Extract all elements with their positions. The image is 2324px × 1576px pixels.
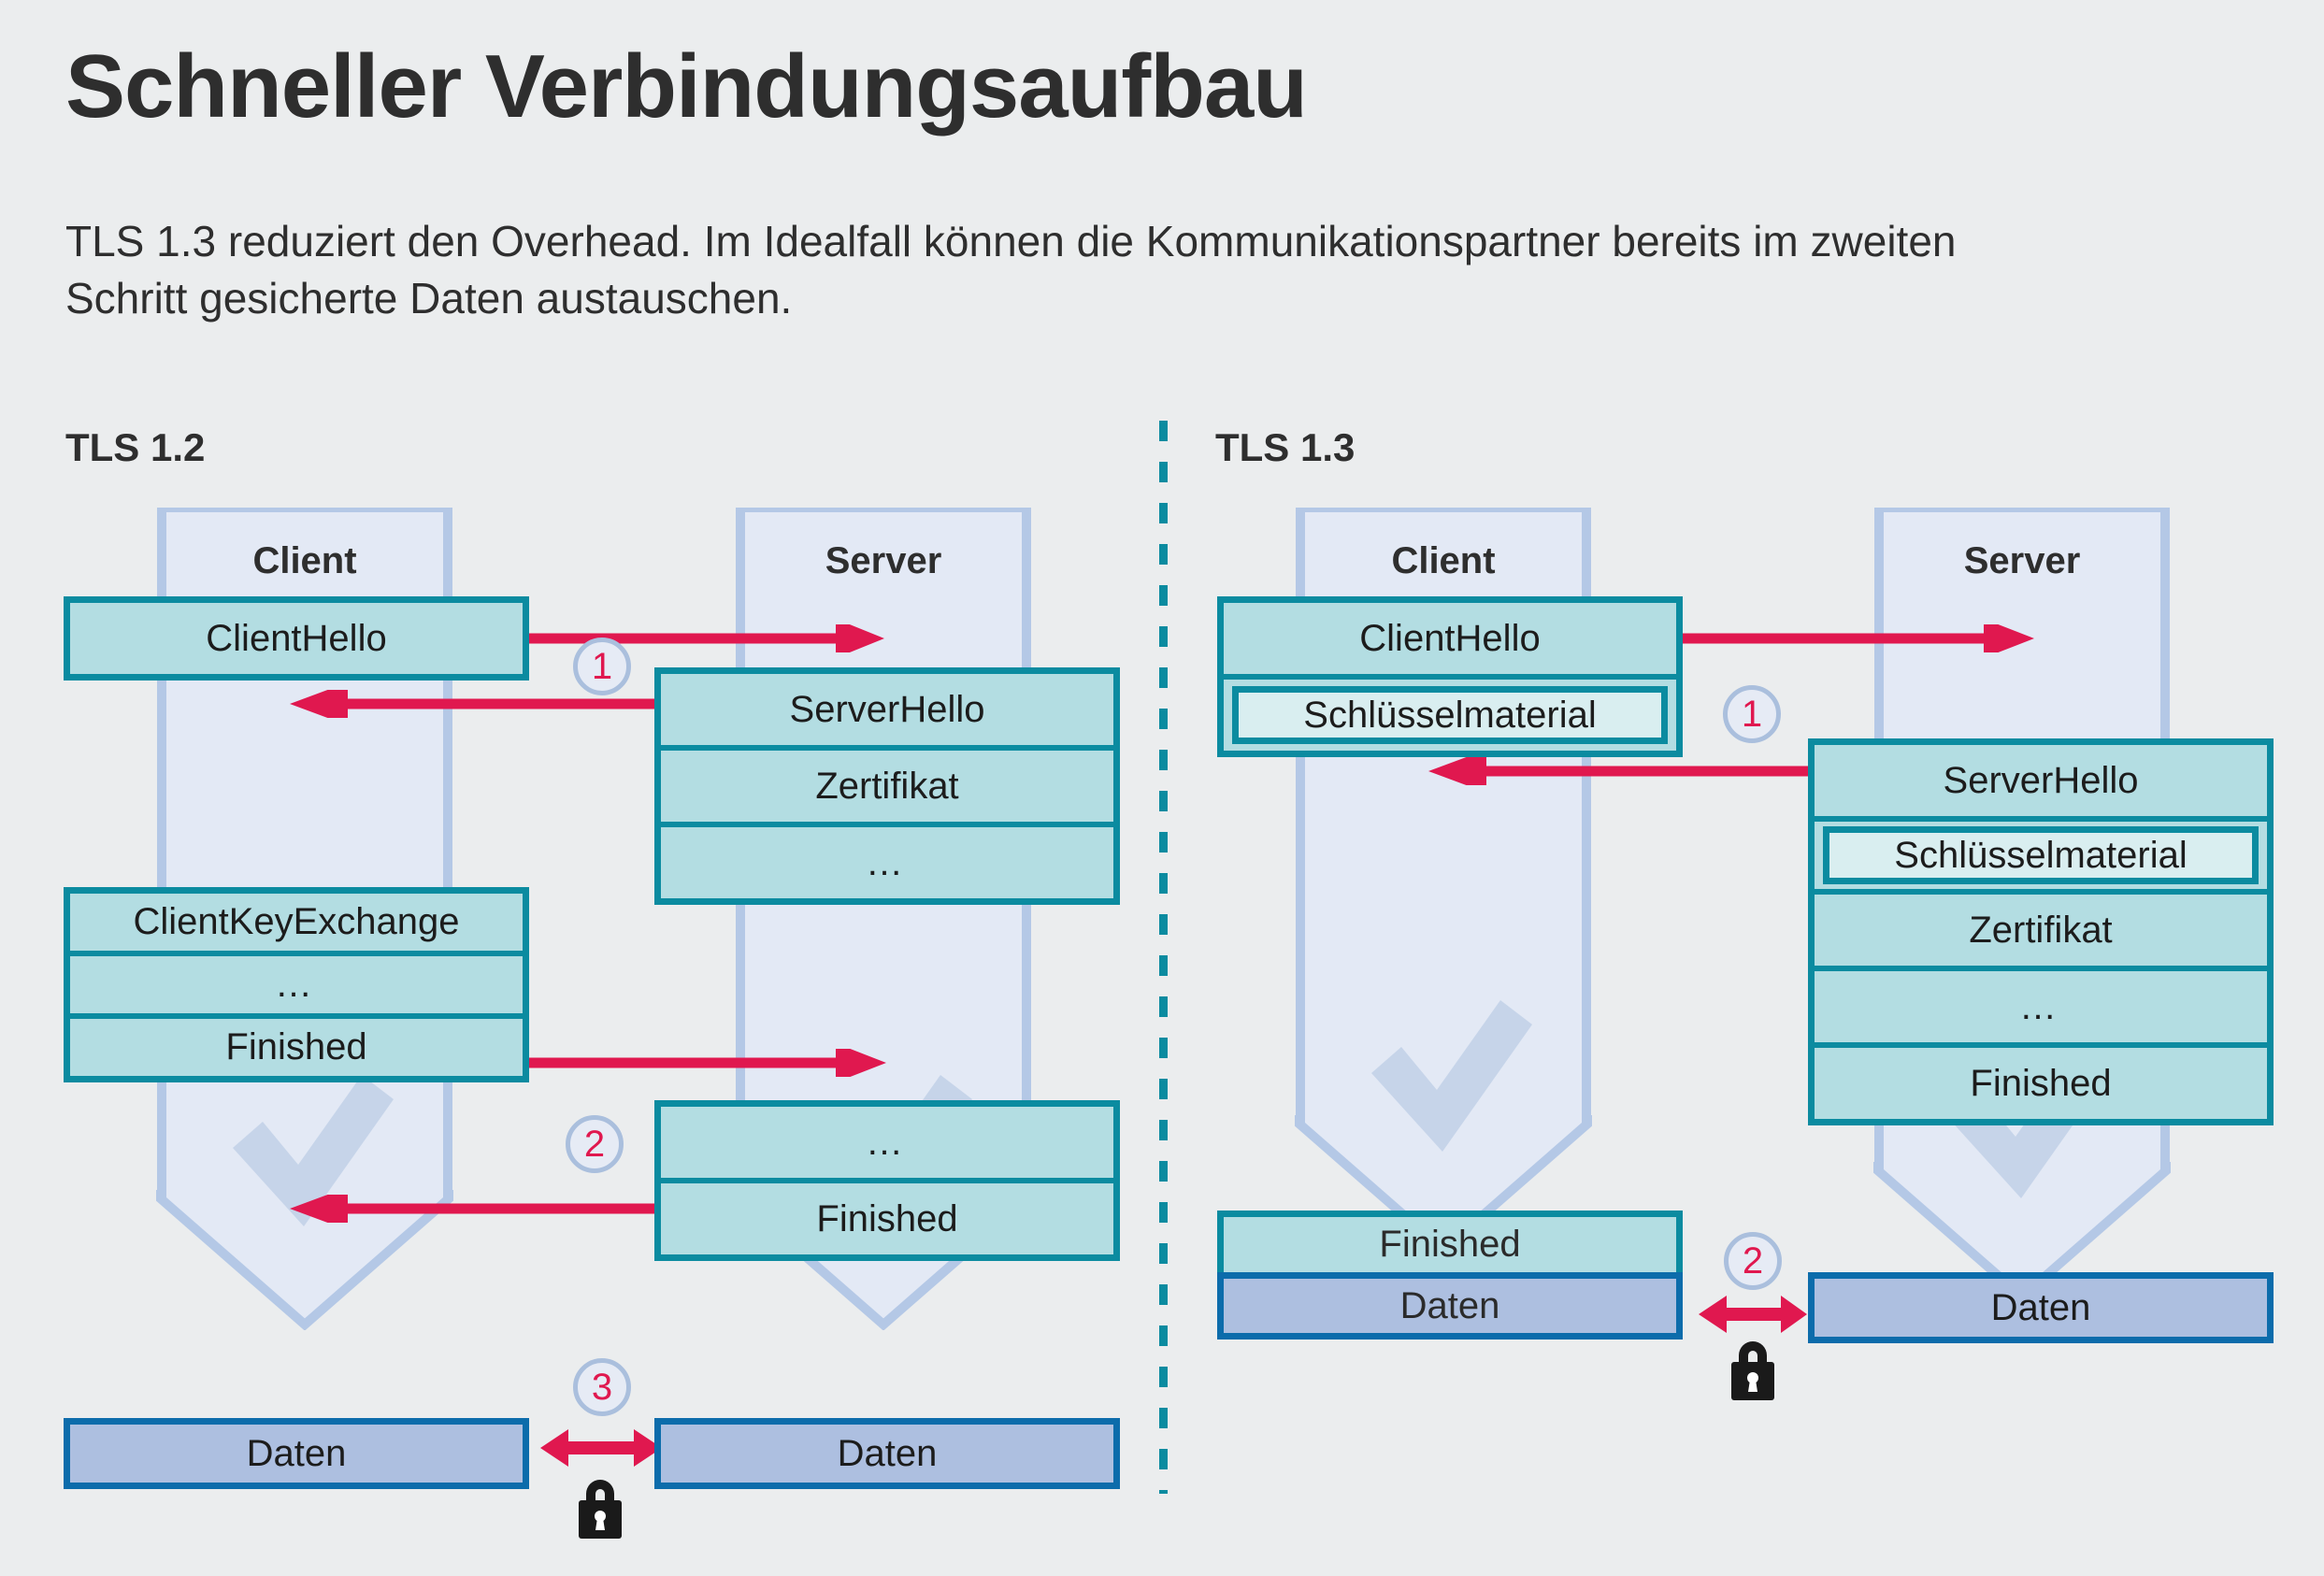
msg-row-ellipsis: … [661,1107,1113,1178]
section-divider [1159,421,1168,1494]
page-subtitle: TLS 1.3 reduziert den Overhead. Im Ideal… [65,217,1957,323]
data-row: Daten [661,1425,1113,1483]
msg-row: Finished [70,1019,523,1076]
msg-row: ServerHello [661,674,1113,745]
step-circle-tls12-3: 3 [573,1358,631,1416]
arrow-tls13-data-bidirectional [1699,1295,1807,1334]
msg-row: Zertifikat [661,751,1113,822]
data-row: Daten [1217,1272,1683,1340]
msg-row: ServerHello [1815,745,2267,816]
nested-row-schluesselmaterial: Schlüsselmaterial [1232,686,1668,744]
nested-row-schluesselmaterial: Schlüsselmaterial [1823,826,2259,884]
arrow-tls12-finished-client [529,1049,886,1077]
msgblock-tls12-server-finished: … Finished [654,1100,1120,1261]
msg-row: Zertifikat [1815,895,2267,966]
arrow-tls13-clienthello [1673,624,2034,652]
arrow-tls12-data-bidirectional [540,1428,662,1468]
msg-row-ellipsis: … [661,827,1113,898]
combo-tls13-client-finished-daten: Finished Daten [1217,1211,1683,1340]
datablock-tls13-server: Daten [1808,1272,2274,1343]
section-label-tls13: TLS 1.3 [1215,425,1356,469]
role-label-tls12-server: Server [825,540,942,581]
msg-row: ClientHello [70,603,523,674]
msgblock-tls12-client-keyexchange: ClientKeyExchange … Finished [64,887,529,1082]
arrow-tls13-serverhello [1428,757,1810,785]
msg-row-finished: Finished [1217,1211,1683,1272]
msgblock-tls12-client-hello: ClientHello [64,596,529,681]
step-circle-tls13-2: 2 [1724,1232,1782,1290]
role-label-tls13-client: Client [1391,540,1496,581]
msg-row-ellipsis: … [1815,971,2267,1042]
msg-row: ClientHello [1224,603,1676,674]
step-circle-tls12-1: 1 [573,638,631,695]
role-label-tls12-client: Client [252,540,357,581]
section-label-tls12: TLS 1.2 [65,425,206,469]
page-title: Schneller Verbindungsaufbau [65,36,1308,136]
data-row: Daten [1815,1279,2267,1337]
msgblock-tls12-server-hello: ServerHello Zertifikat … [654,667,1120,905]
arrow-tls12-finished-server [290,1195,656,1223]
msg-row-ellipsis: … [70,956,523,1013]
msg-row: Finished [661,1183,1113,1254]
arrow-tls12-clienthello [529,624,884,652]
msg-row: Finished [1815,1048,2267,1119]
msgblock-tls13-client-hello: ClientHello Schlüsselmaterial [1217,596,1683,757]
step-circle-tls12-2: 2 [566,1115,624,1173]
role-label-tls13-server: Server [1963,540,2081,581]
datablock-tls12-server: Daten [654,1418,1120,1489]
nested-wrapper: Schlüsselmaterial [1815,822,2267,889]
lock-icon [571,1475,629,1543]
step-circle-tls13-1: 1 [1723,685,1781,743]
msg-row: ClientKeyExchange [70,894,523,951]
datablock-tls12-client: Daten [64,1418,529,1489]
arrow-tls12-serverhello [290,690,656,718]
nested-wrapper: Schlüsselmaterial [1224,680,1676,751]
msgblock-tls13-server-hello: ServerHello Schlüsselmaterial Zertifikat… [1808,738,2274,1125]
lock-icon [1724,1337,1782,1405]
data-row: Daten [70,1425,523,1483]
